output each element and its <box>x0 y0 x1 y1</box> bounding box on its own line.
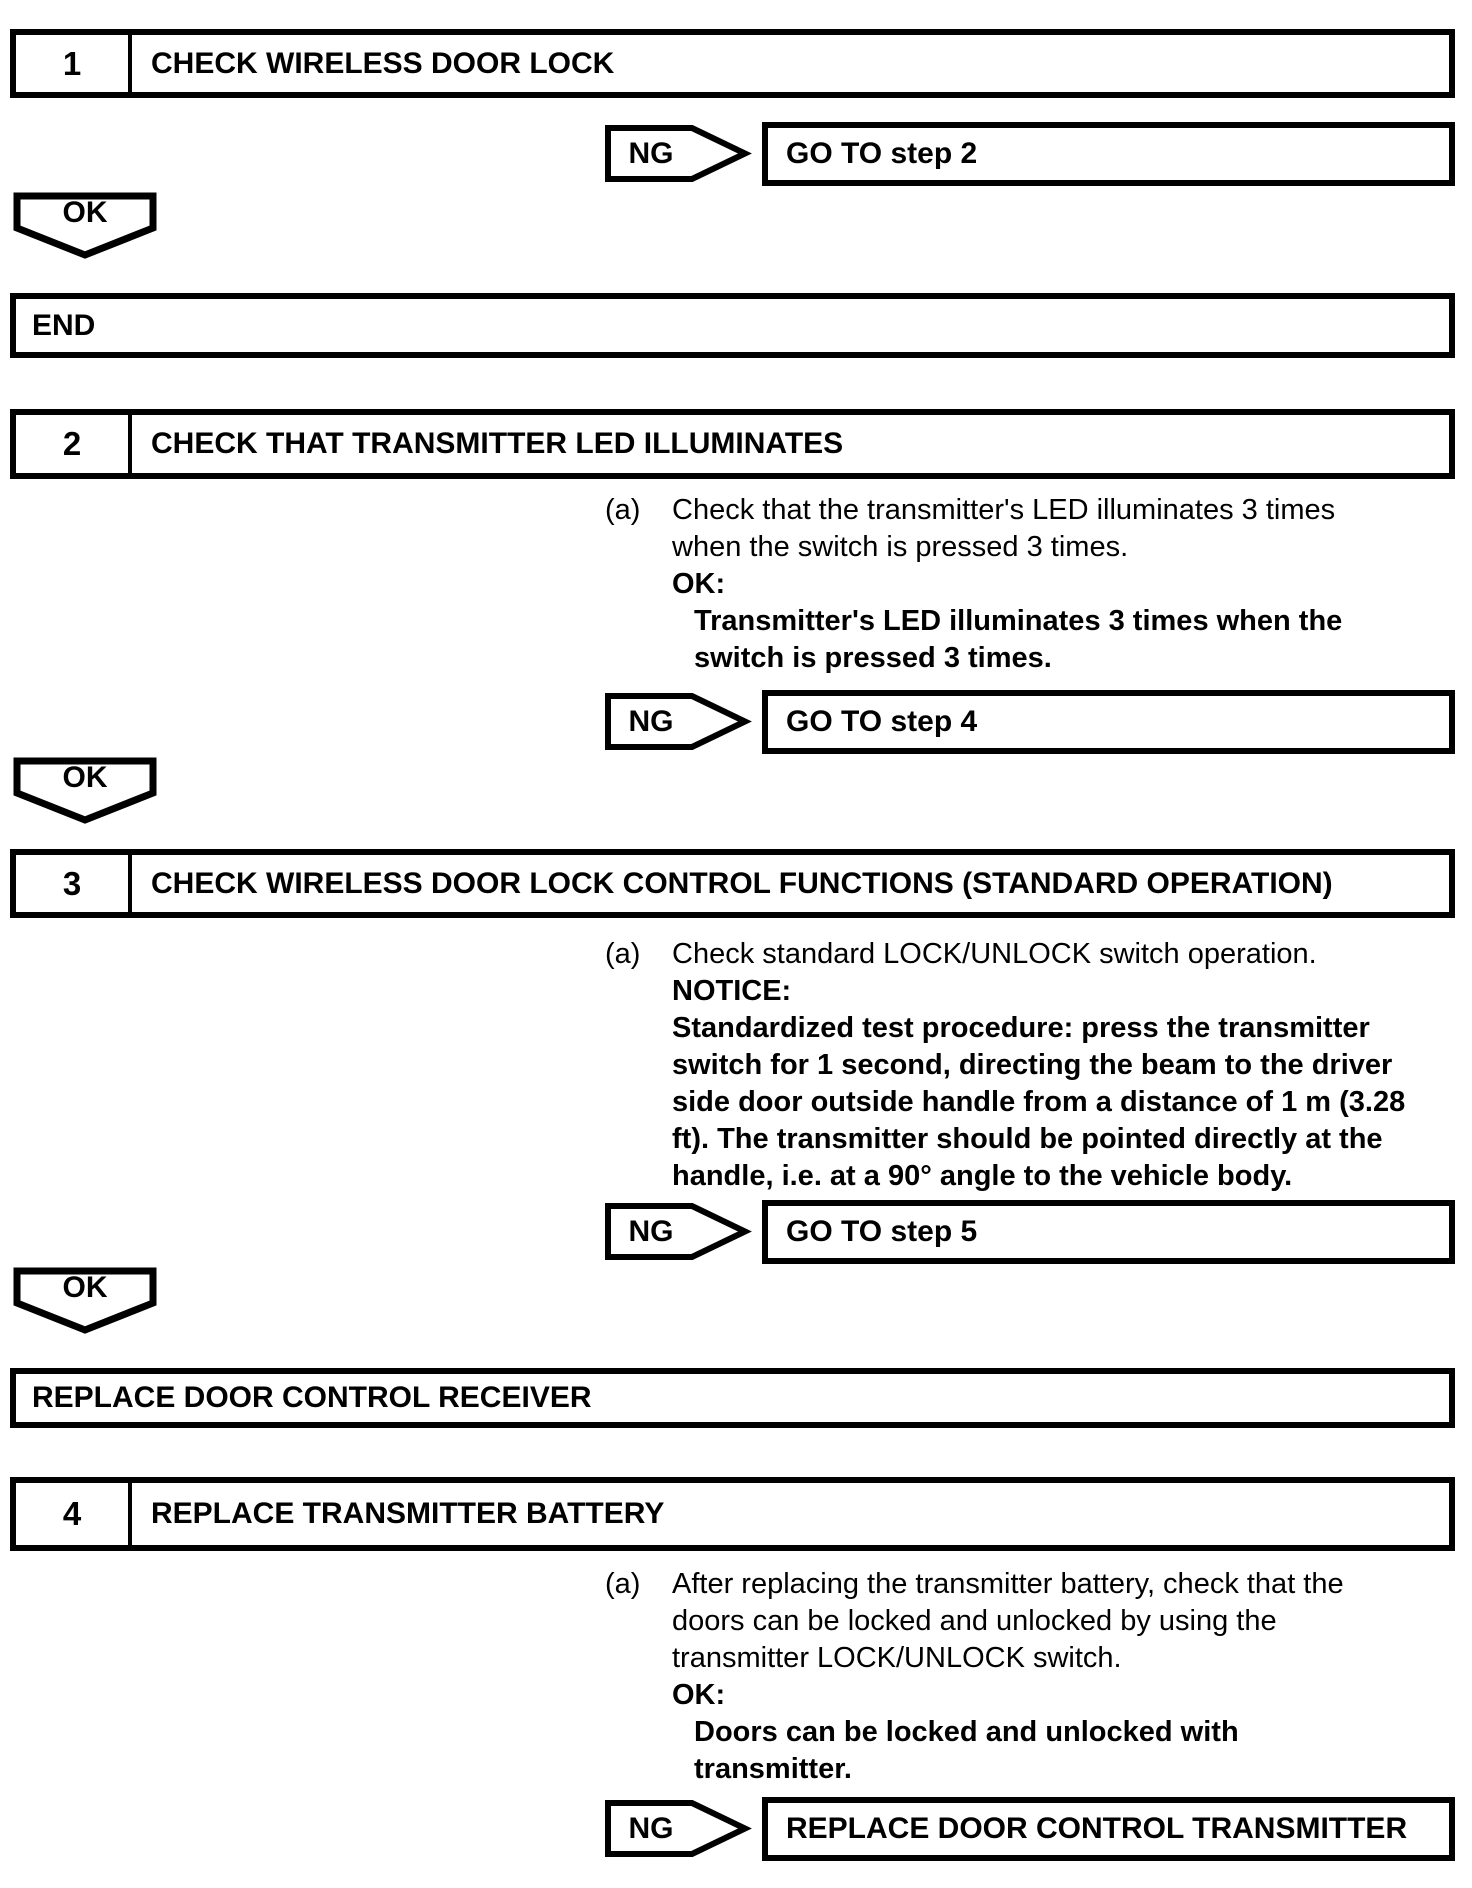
step-4-ng-connector: NG <box>605 1800 752 1857</box>
ok-banner-icon <box>13 757 157 824</box>
instruction-line: doors can be locked and unlocked by usin… <box>672 1605 1277 1637</box>
step-3-ng-action-box: GO TO step 5 <box>762 1200 1455 1264</box>
instruction-line: (a) Check standard LOCK/UNLOCK switch op… <box>605 936 1405 973</box>
instruction-text: After replacing the transmitter battery,… <box>672 1568 1344 1600</box>
ok-label: OK <box>62 761 108 794</box>
end-label: END <box>32 308 96 342</box>
instruction-line: transmitter. <box>694 1753 852 1785</box>
step-4-instructions: (a) After replacing the transmitter batt… <box>605 1566 1344 1788</box>
ok-label: OK <box>62 196 108 229</box>
instruction-line: ft). The transmitter should be pointed d… <box>672 1123 1383 1155</box>
step-2-ng-connector: NG <box>605 693 752 750</box>
step-2-instructions: (a) Check that the transmitter's LED ill… <box>605 492 1342 677</box>
instruction-line: switch is pressed 3 times. <box>694 642 1052 674</box>
instruction-line: side door outside handle from a distance… <box>672 1086 1406 1118</box>
step-2-header: 2 CHECK THAT TRANSMITTER LED ILLUMINATES <box>10 409 1455 479</box>
step-4-number: 4 <box>16 1483 132 1545</box>
instruction-line: handle, i.e. at a 90° angle to the vehic… <box>672 1160 1293 1192</box>
step-1-header: 1 CHECK WIRELESS DOOR LOCK <box>10 29 1455 98</box>
ok-banner-icon <box>13 1267 157 1334</box>
step-3-ng-connector: NG <box>605 1203 752 1260</box>
list-marker: (a) <box>605 938 641 970</box>
notice-heading: NOTICE: <box>672 975 792 1007</box>
step-3-ok-connector: OK <box>13 1267 157 1335</box>
step-2-ok-connector: OK <box>13 757 157 825</box>
step-3-instructions: (a) Check standard LOCK/UNLOCK switch op… <box>605 936 1405 1195</box>
list-marker: (a) <box>605 1568 641 1600</box>
ng-arrow-icon <box>605 1800 752 1857</box>
ng-arrow-icon <box>605 1203 752 1260</box>
step-4-ng-action-box: REPLACE DOOR CONTROL TRANSMITTER <box>762 1797 1455 1861</box>
replace-receiver-label: REPLACE DOOR CONTROL RECEIVER <box>32 1381 592 1414</box>
ng-action-text: GO TO step 5 <box>786 1215 978 1248</box>
instruction-line: switch for 1 second, directing the beam … <box>672 1049 1393 1081</box>
ok-banner-icon <box>13 192 157 259</box>
step-4-header: 4 REPLACE TRANSMITTER BATTERY <box>10 1477 1455 1551</box>
instruction-line: Doors can be locked and unlocked with <box>694 1716 1239 1748</box>
instruction-line: Transmitter's LED illuminates 3 times wh… <box>694 605 1343 637</box>
step-1-ng-connector: NG <box>605 125 752 182</box>
step-2-title: CHECK THAT TRANSMITTER LED ILLUMINATES <box>151 427 844 460</box>
step-3-header: 3 CHECK WIRELESS DOOR LOCK CONTROL FUNCT… <box>10 849 1455 918</box>
ok-heading: OK: <box>672 568 726 600</box>
ng-label: NG <box>628 1811 674 1845</box>
ng-arrow-icon <box>605 125 752 182</box>
step-2-ng-action-box: GO TO step 4 <box>762 690 1455 754</box>
ng-action-text: REPLACE DOOR CONTROL TRANSMITTER <box>786 1812 1408 1845</box>
end-box: END <box>10 293 1455 358</box>
replace-receiver-box: REPLACE DOOR CONTROL RECEIVER <box>10 1368 1455 1428</box>
step-1-title: CHECK WIRELESS DOOR LOCK <box>151 46 615 80</box>
ng-label: NG <box>628 704 674 738</box>
ng-arrow-icon <box>605 693 752 750</box>
step-3-title: CHECK WIRELESS DOOR LOCK CONTROL FUNCTIO… <box>151 866 1333 900</box>
ng-action-text: GO TO step 2 <box>786 137 978 170</box>
ng-label: NG <box>628 136 674 170</box>
instruction-line: transmitter LOCK/UNLOCK switch. <box>672 1642 1122 1674</box>
instruction-line: (a) Check that the transmitter's LED ill… <box>605 492 1342 529</box>
instruction-line: Standardized test procedure: press the t… <box>672 1012 1370 1044</box>
instruction-text: Check standard LOCK/UNLOCK switch operat… <box>672 938 1317 970</box>
step-1-number: 1 <box>16 35 132 92</box>
step-4-title: REPLACE TRANSMITTER BATTERY <box>151 1497 665 1530</box>
instruction-line: (a) After replacing the transmitter batt… <box>605 1566 1344 1603</box>
ok-label: OK <box>62 1271 108 1304</box>
step-2-number: 2 <box>16 415 132 473</box>
ng-label: NG <box>628 1214 674 1248</box>
step-3-number: 3 <box>16 855 132 912</box>
instruction-text: Check that the transmitter's LED illumin… <box>672 494 1336 526</box>
step-1-ng-action-box: GO TO step 2 <box>762 122 1455 186</box>
instruction-line: when the switch is pressed 3 times. <box>672 531 1129 563</box>
list-marker: (a) <box>605 494 641 526</box>
step-1-ok-connector: OK <box>13 192 157 260</box>
ok-heading: OK: <box>672 1679 726 1711</box>
ng-action-text: GO TO step 4 <box>786 705 978 738</box>
